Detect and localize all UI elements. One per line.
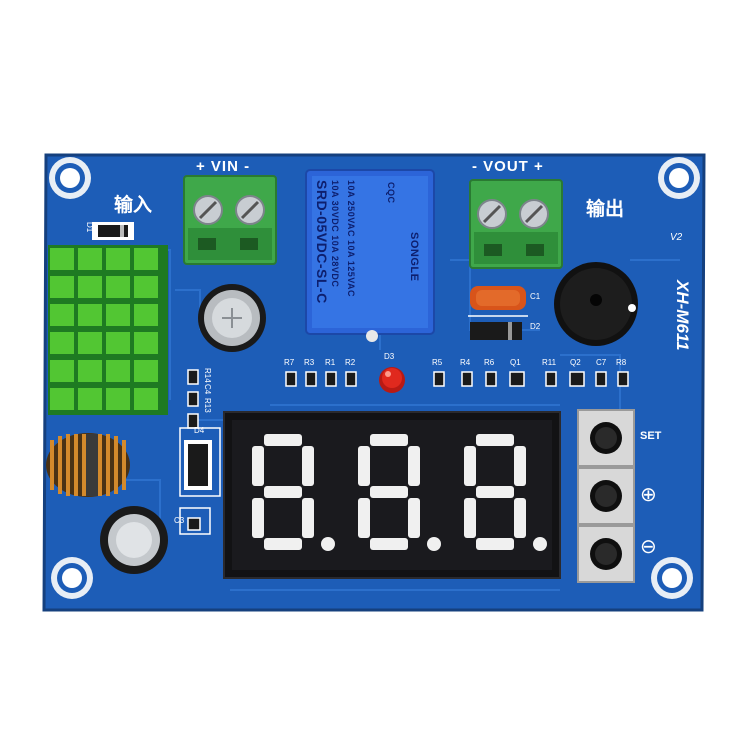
- digit-1-segment-6: [252, 446, 264, 486]
- minus-button[interactable]: [577, 525, 635, 583]
- smd-component-row: [187, 369, 629, 531]
- relay: [305, 169, 435, 342]
- d3-label: D3: [384, 352, 395, 361]
- digit-1-decimal-point: [321, 537, 335, 551]
- d2-label: D2: [530, 322, 541, 331]
- capacitor-c1: [470, 286, 526, 310]
- digit-1-segment-5: [252, 498, 264, 538]
- r5-label: R5: [432, 358, 443, 367]
- digit-3-segment-4: [476, 538, 514, 550]
- digit-2-segment-1: [370, 434, 408, 446]
- r2-label: R2: [345, 358, 356, 367]
- r14-label: R14: [203, 368, 212, 383]
- r13-label: R13: [203, 398, 212, 413]
- digit-1-segment-7: [264, 486, 302, 498]
- inductor-coil: [46, 433, 130, 497]
- set-button[interactable]: [577, 409, 635, 467]
- r6-label: R6: [484, 358, 495, 367]
- buzzer: [554, 262, 638, 346]
- digit-2-segment-6: [358, 446, 370, 486]
- vin-label: + VIN -: [196, 158, 251, 175]
- digit-3-segment-3: [514, 498, 526, 538]
- digit-3-segment-7: [476, 486, 514, 498]
- r8-label: R8: [616, 358, 627, 367]
- input-label-cn: 输入: [114, 194, 153, 216]
- minus-symbol: ⊖: [640, 536, 657, 558]
- model-label: XH-M611: [673, 280, 692, 351]
- mounting-hole-top-right: [658, 157, 700, 199]
- mounting-hole-bottom-right: [651, 557, 693, 599]
- r7-label: R7: [284, 358, 295, 367]
- digit-1-segment-2: [302, 446, 314, 486]
- set-label: SET: [640, 430, 662, 442]
- diode-d4: [184, 440, 212, 490]
- q2-label: Q2: [570, 358, 581, 367]
- r3-label: R3: [304, 358, 315, 367]
- vin-terminal-block: [183, 175, 277, 265]
- digit-2-segment-5: [358, 498, 370, 538]
- digit-2-segment-7: [370, 486, 408, 498]
- output-label-cn: 输出: [586, 198, 625, 220]
- plus-button[interactable]: [577, 467, 635, 525]
- c7-label: C7: [596, 358, 607, 367]
- electrolytic-capacitor-top: [198, 284, 266, 352]
- c3-label: C3: [174, 516, 185, 525]
- digit-1-segment-4: [264, 538, 302, 550]
- c1-label: C1: [530, 292, 541, 301]
- diode-d1: [92, 222, 134, 240]
- heatsink: [48, 245, 168, 415]
- digit-1-segment-1: [264, 434, 302, 446]
- silkscreen-outlines: [179, 315, 528, 535]
- relay-cert: CQC: [386, 182, 396, 204]
- r1-label: R1: [325, 358, 336, 367]
- digit-1-segment-3: [302, 498, 314, 538]
- diode-d2: [470, 322, 522, 340]
- digit-2-segment-3: [408, 498, 420, 538]
- vout-label: - VOUT +: [472, 158, 544, 175]
- digit-3-segment-6: [464, 446, 476, 486]
- digit-3-segment-5: [464, 498, 476, 538]
- electrolytic-capacitor-bottom: [100, 506, 168, 574]
- relay-model: SRD-05VDC-SL-C: [314, 180, 330, 304]
- relay-brand: SONGLE: [408, 232, 420, 282]
- version-label: V2: [670, 232, 683, 243]
- c4-label: C4: [203, 384, 212, 395]
- d4-label: D4: [194, 426, 205, 435]
- relay-rating-dc: 10A 30VDC 10A 28VDC: [330, 180, 340, 288]
- vout-terminal-block: [469, 179, 563, 269]
- relay-rating-ac: 10A 250VAC 10A 125VAC: [346, 180, 356, 298]
- r4-label: R4: [460, 358, 471, 367]
- digit-3-decimal-point: [533, 537, 547, 551]
- q1-label: Q1: [510, 358, 521, 367]
- display-digits: [252, 434, 547, 551]
- digit-3-segment-2: [514, 446, 526, 486]
- digit-2-segment-2: [408, 446, 420, 486]
- digit-2-decimal-point: [427, 537, 441, 551]
- d1-label: D1: [85, 222, 94, 233]
- mounting-hole-bottom-left: [51, 557, 93, 599]
- digit-3-segment-1: [476, 434, 514, 446]
- plus-symbol: ⊕: [640, 484, 657, 506]
- led-d3: [379, 367, 405, 393]
- r11-label: R11: [542, 358, 557, 367]
- mounting-hole-top-left: [49, 157, 91, 199]
- digit-2-segment-4: [370, 538, 408, 550]
